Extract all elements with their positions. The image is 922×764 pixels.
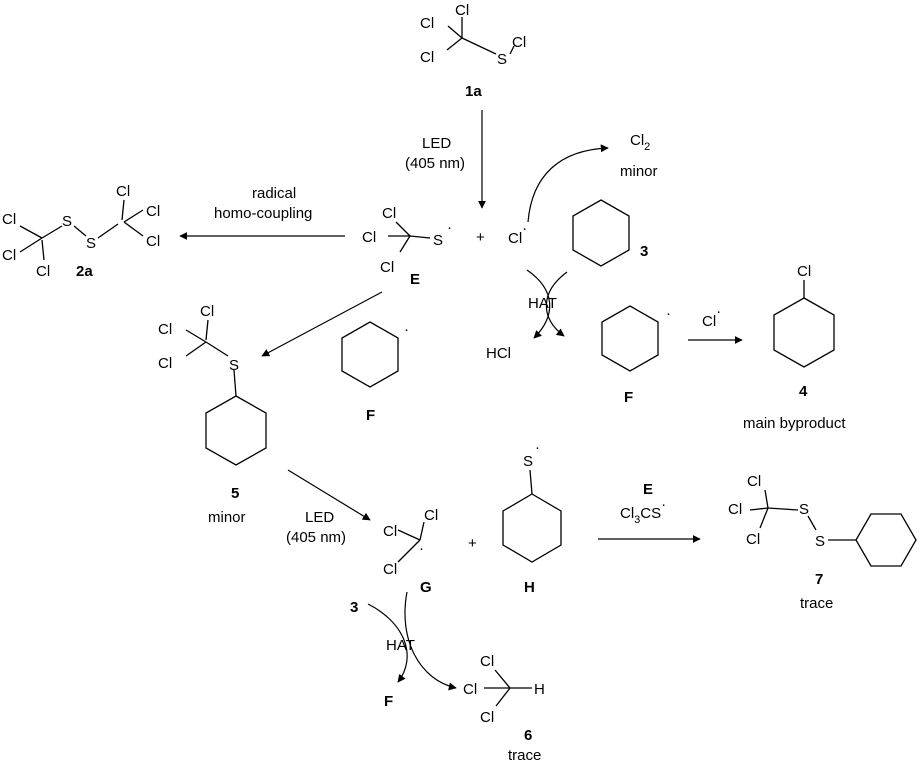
note-minor-5: minor (208, 509, 246, 526)
compound-label-f: F (366, 407, 375, 424)
reagent-cl2: Cl2 (630, 132, 650, 153)
condition-radical: radical (252, 185, 296, 202)
compound-1a-structure: Cl Cl Cl S Cl (420, 2, 526, 68)
atom-cl: Cl (383, 523, 397, 540)
radical-dot: · (404, 321, 409, 338)
radical-dot: · (666, 305, 671, 322)
compound-label-2a: 2a (76, 263, 93, 280)
compound-label-5: 5 (231, 485, 239, 502)
atom-cl: Cl (383, 561, 397, 578)
atom-cl: Cl (380, 259, 394, 276)
atom-cl: Cl (158, 321, 172, 338)
reagent-cl-radical: Cl· (702, 303, 721, 330)
cyclohexyl-radical-f (601, 305, 659, 372)
compound-7-structure: Cl Cl Cl S S (728, 473, 917, 567)
atom-cl: Cl (728, 501, 742, 518)
atom-cl: Cl (420, 49, 434, 66)
reagent-e: E (643, 481, 653, 498)
chloroform-6: Cl Cl Cl H (463, 653, 545, 726)
compound-label-e: E (410, 271, 420, 288)
condition-hat: HAT (386, 637, 415, 654)
compound-label-h: H (524, 579, 535, 596)
note-trace-7: trace (800, 595, 833, 612)
atom-s: S (523, 453, 533, 470)
atom-cl: Cl (747, 473, 761, 490)
atom-cl: Cl (382, 205, 396, 222)
atom-cl: Cl (512, 34, 526, 51)
atom-cl: Cl (455, 2, 469, 19)
atom-cl: Cl (480, 653, 494, 670)
condition-homo-coupling: homo-coupling (214, 205, 312, 222)
compound-label-7: 7 (815, 571, 823, 588)
condition-wavelength: (405 nm) (405, 155, 465, 172)
plus-sign: + (468, 535, 477, 552)
arrow-cl-radical-to-cl2 (527, 144, 609, 223)
atom-cl: Cl (116, 183, 130, 200)
note-trace-6: trace (508, 747, 541, 764)
atom-cl: Cl (36, 263, 50, 280)
compound-label-1a: 1a (465, 83, 482, 100)
plus-sign: + (476, 229, 485, 246)
atom-cl: Cl (362, 229, 376, 246)
atom-cl: Cl (158, 355, 172, 372)
radical-dot: · (535, 439, 540, 456)
condition-hat: HAT (528, 295, 557, 312)
compound-label-4: 4 (799, 383, 808, 400)
note-minor-cl2: minor (620, 163, 658, 180)
arrow-e-to-5 (261, 291, 383, 357)
condition-led: LED (305, 509, 334, 526)
compound-label-g: G (420, 579, 432, 596)
cl-radical: Cl· (508, 220, 527, 247)
atom-s: S (62, 213, 72, 230)
reagent-hcl: HCl (486, 345, 511, 362)
atom-s: S (86, 235, 96, 252)
arrow-hat-cyclohexane-to-f (545, 271, 568, 337)
radical-dot: · (447, 219, 452, 236)
atom-cl: Cl (2, 211, 16, 228)
atom-s: S (229, 357, 239, 374)
reagent-cl3cs-radical: Cl3CS· (620, 496, 666, 526)
atom-cl: Cl (146, 203, 160, 220)
atom-cl: Cl (746, 531, 760, 548)
atom-cl: Cl (480, 709, 494, 726)
condition-led: LED (422, 135, 451, 152)
reagent-3: 3 (350, 599, 358, 616)
compound-label-3: 3 (640, 243, 648, 260)
compound-5-structure: Cl Cl Cl S (158, 303, 267, 466)
arrow-hat-g-to-6 (404, 591, 457, 691)
atom-s: S (497, 51, 507, 68)
arrow-hat-3-to-f (367, 603, 408, 683)
cyclohexane-3 (572, 199, 630, 267)
thiyl-radical-h: S · (502, 439, 562, 563)
note-main-byproduct: main byproduct (743, 415, 846, 432)
atom-cl: Cl (420, 15, 434, 32)
radical-e-structure: Cl Cl Cl S · (362, 205, 452, 276)
atom-cl: Cl (200, 303, 214, 320)
compound-label-f: F (624, 389, 633, 406)
cyclohexyl-radical-f (341, 321, 399, 388)
radical-g-structure: Cl Cl Cl · (383, 507, 438, 578)
chlorocyclohexane-4: Cl (773, 263, 835, 368)
atom-s: S (433, 232, 443, 249)
atom-s: S (799, 501, 809, 518)
radical-dot: · (419, 540, 424, 557)
compound-label-6: 6 (524, 727, 532, 744)
atom-cl: Cl (463, 681, 477, 698)
atom-h: H (534, 681, 545, 698)
condition-wavelength: (405 nm) (286, 529, 346, 546)
atom-cl: Cl (2, 247, 16, 264)
atom-s: S (815, 533, 825, 550)
atom-cl: Cl (424, 507, 438, 524)
product-f: F (384, 693, 393, 710)
arrow-5-to-g (287, 469, 371, 521)
atom-cl: Cl (797, 263, 811, 280)
atom-cl: Cl (146, 233, 160, 250)
compound-2a-structure: Cl Cl Cl S S Cl Cl Cl (2, 183, 160, 280)
arrow-hat-cl-to-hcl (526, 269, 551, 339)
